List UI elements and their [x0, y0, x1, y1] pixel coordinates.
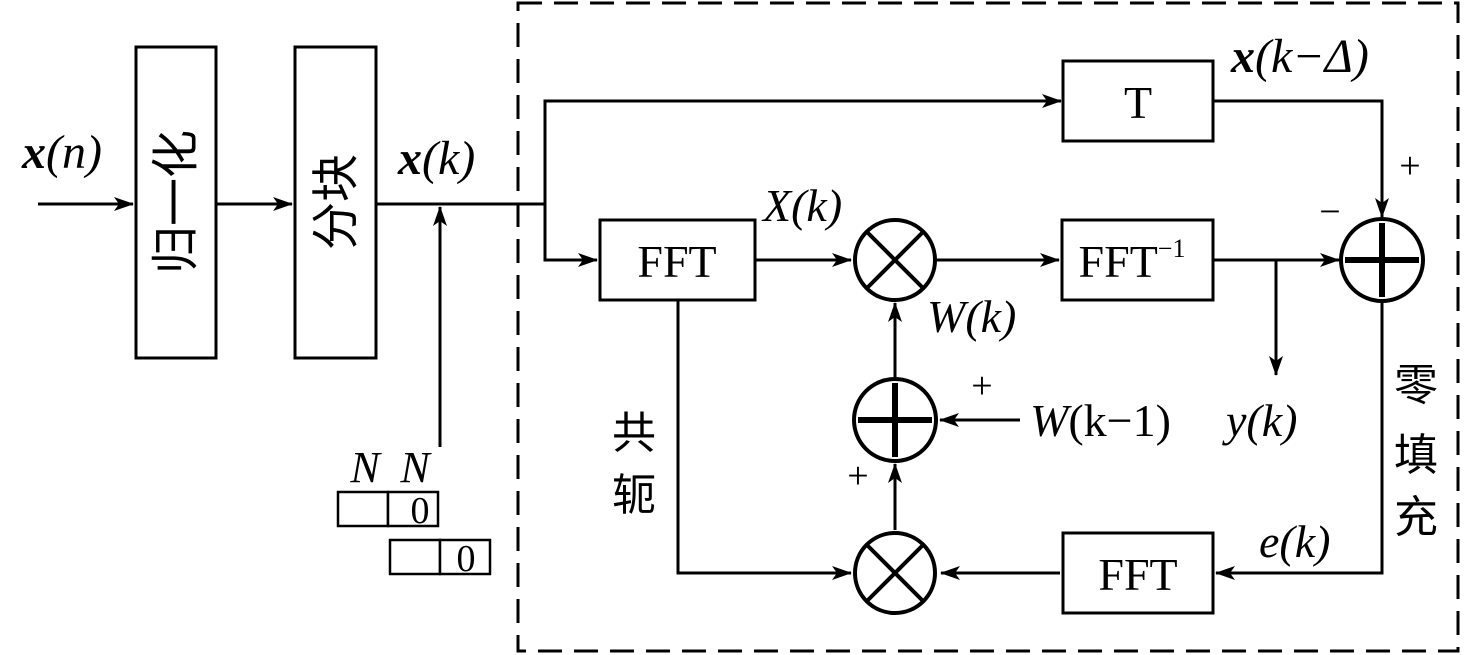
fft-label: FFT: [637, 236, 716, 287]
label-e-k: e(k): [1259, 516, 1330, 567]
label-X-k: X(k): [761, 180, 842, 231]
block-buffer-bottom: 0: [388, 538, 492, 580]
error-wire: [1215, 303, 1384, 580]
delay-branch-wire: [543, 94, 1062, 204]
partition-label: 分块: [308, 154, 364, 250]
fft2-label: FFT: [1098, 549, 1177, 600]
zero-top: 0: [411, 490, 430, 532]
sign-plus-delta: +: [1399, 145, 1420, 187]
ifft-superscript: −1: [1158, 234, 1186, 263]
block-size-n-right: N: [399, 443, 432, 492]
delay-to-sum-wire: [1213, 99, 1389, 218]
label-x-k-delta: x(k−Δ): [1230, 30, 1369, 83]
ifft-block: FFT−1: [1060, 218, 1215, 302]
normalize-label: 归一化: [148, 130, 204, 274]
delay-label: T: [1124, 77, 1152, 128]
label-x-k: x(k): [397, 132, 475, 185]
multiplier-top: [853, 218, 937, 302]
block-buffer-top: 0: [336, 490, 440, 532]
weight-update-adder: [852, 377, 938, 463]
zero-bottom: 0: [457, 538, 476, 580]
zero-padding-label-2: 填: [1394, 430, 1438, 481]
ifft-label: FFT−1: [1079, 234, 1186, 287]
partition-block: 分块: [293, 45, 378, 360]
label-y-k: y(k): [1222, 395, 1297, 446]
normalize-block: 归一化: [134, 45, 218, 360]
block-size-n-left: N: [349, 443, 382, 492]
error-adder: [1339, 217, 1425, 303]
conjugate-label-1: 共: [612, 408, 656, 459]
label-x-n: x(n): [21, 126, 102, 179]
xk-main-wire: [376, 202, 598, 267]
fft-block: FFT: [598, 218, 757, 302]
delay-block: T: [1061, 59, 1215, 143]
sign-minus-y: −: [1319, 191, 1340, 233]
processing-region-dashed-border: [516, 1, 1460, 653]
fft2-block: FFT: [1061, 531, 1215, 615]
zero-padding-label-3: 充: [1394, 492, 1438, 543]
label-W-k-1: W(k−1): [1030, 395, 1171, 446]
label-W-k: W(k): [927, 291, 1016, 342]
multiplier-bottom: [853, 531, 937, 615]
sign-plus-update: +: [847, 455, 868, 497]
zero-padding-label-1: 零: [1394, 360, 1438, 411]
signal-wires: [38, 94, 1389, 580]
conjugate-wire: [676, 300, 852, 580]
sign-plus-wprev: +: [971, 365, 992, 407]
conjugate-label-2: 轭: [612, 470, 656, 521]
